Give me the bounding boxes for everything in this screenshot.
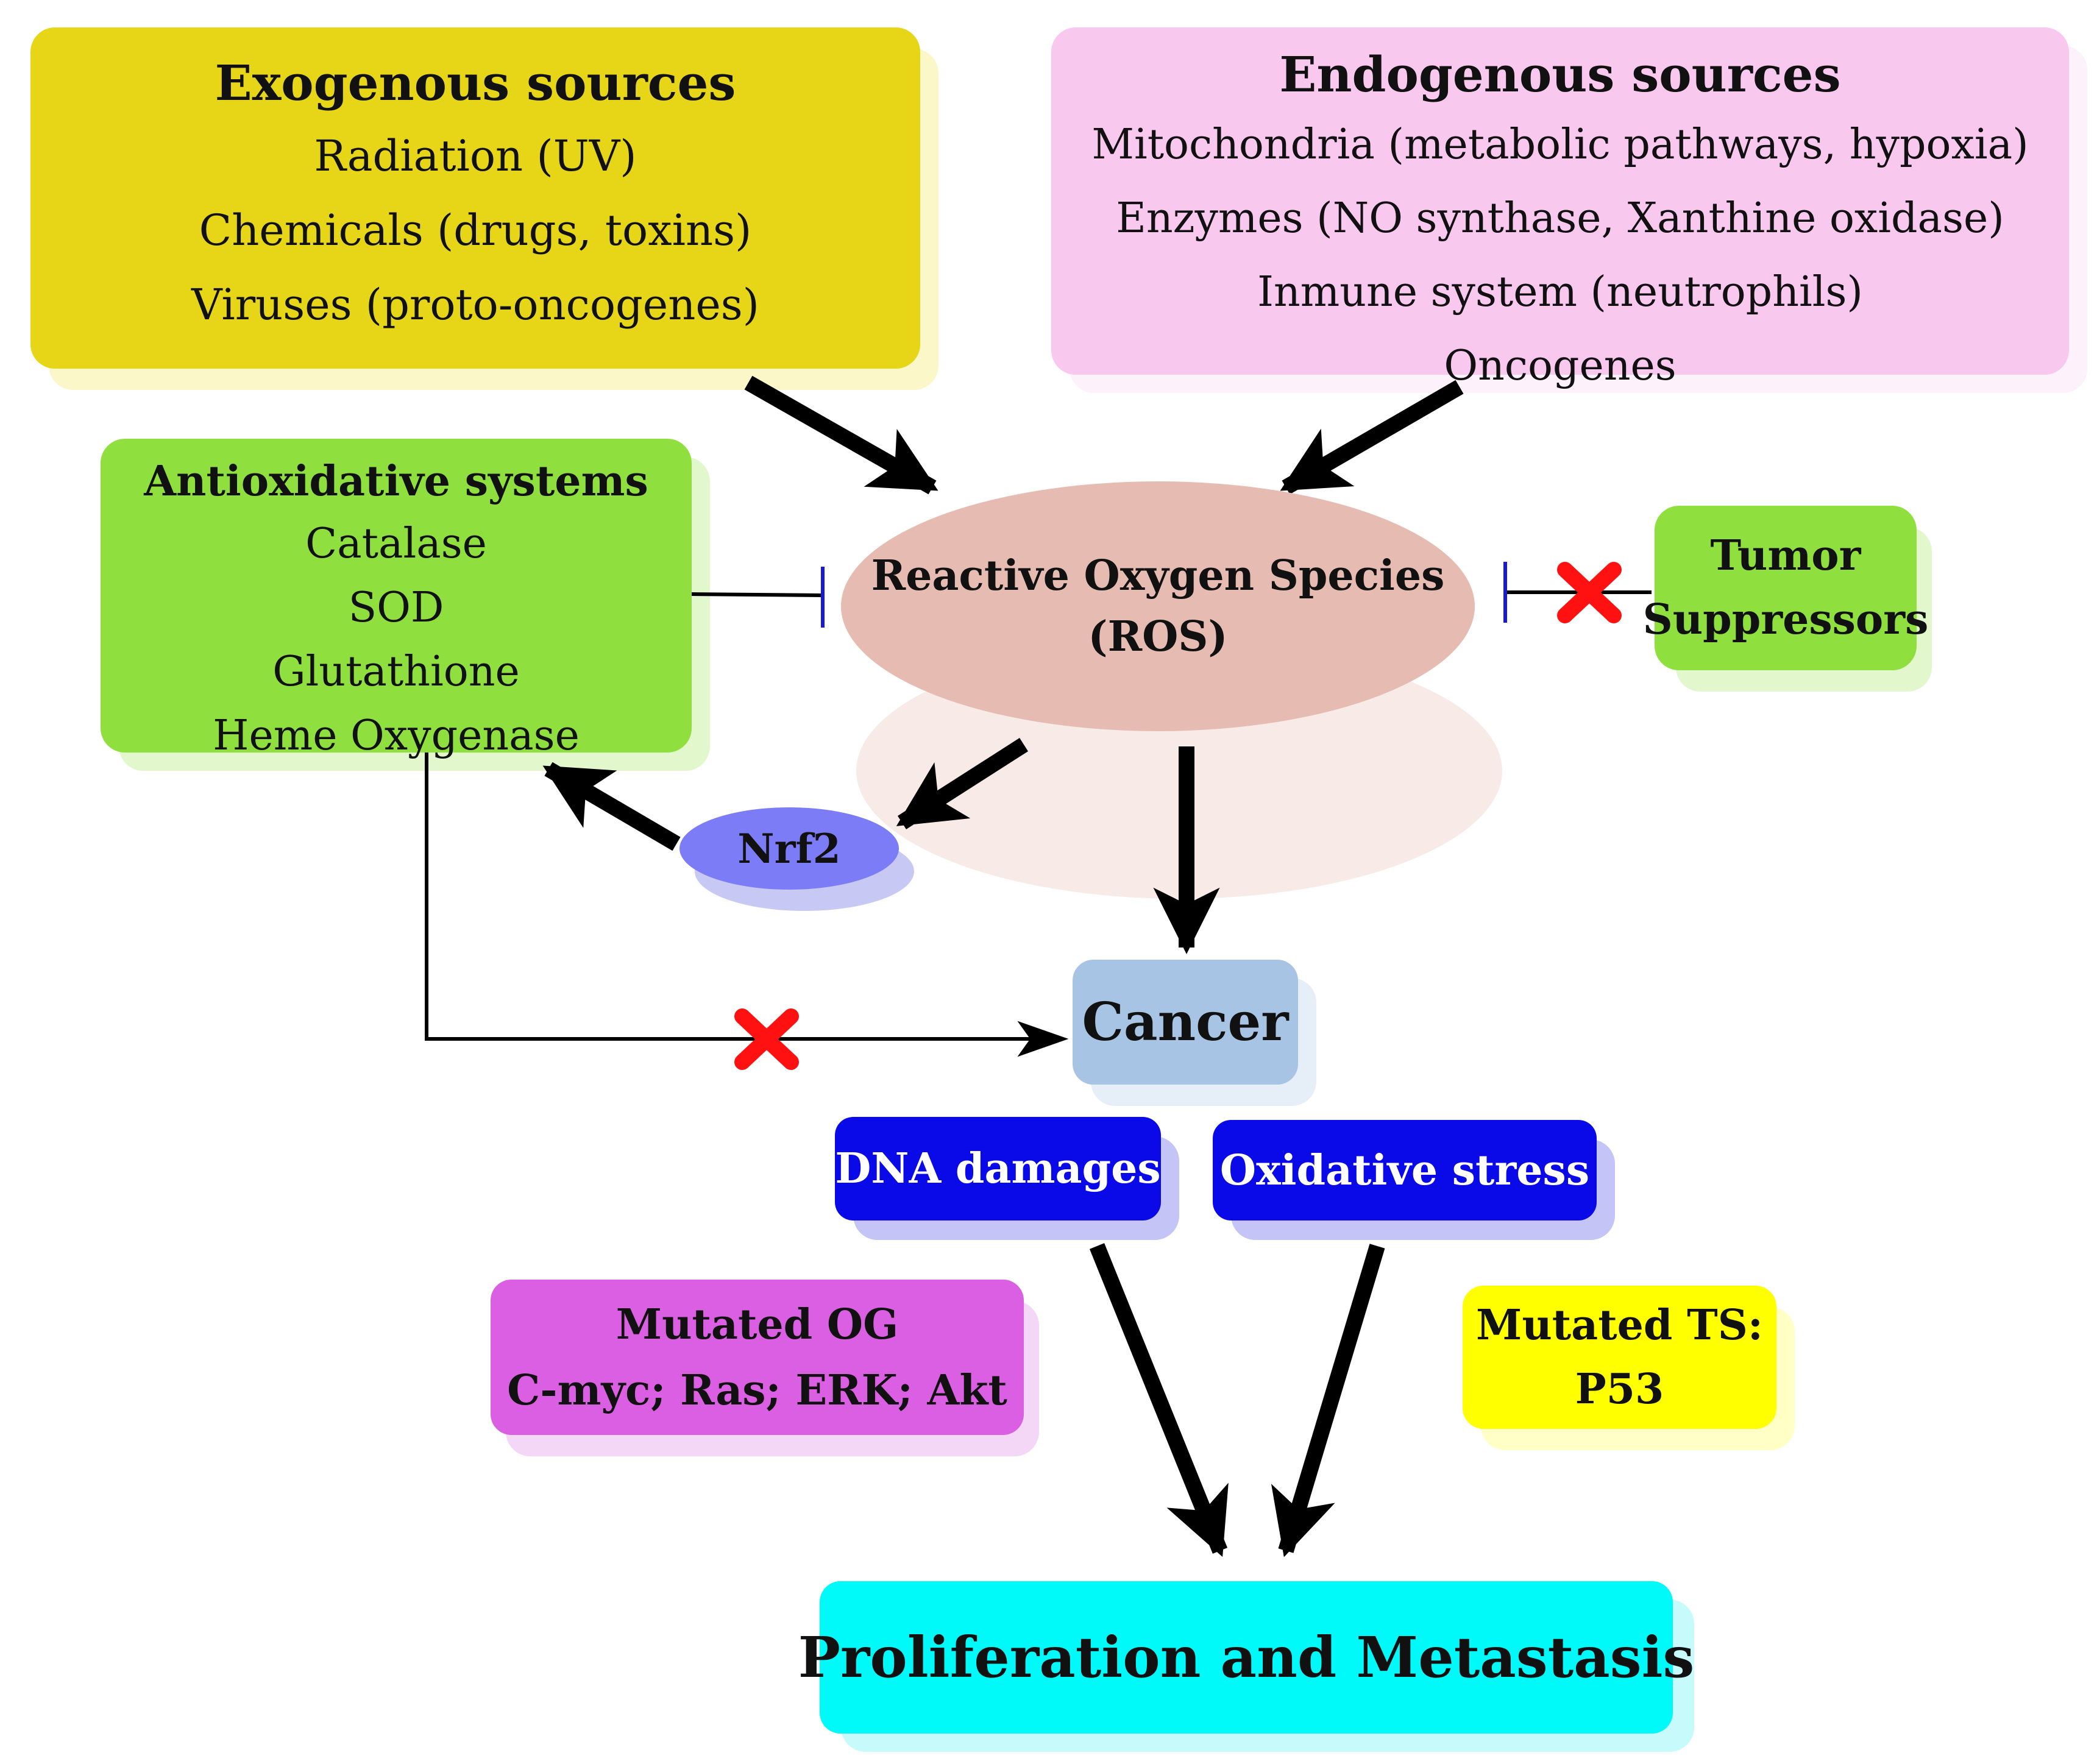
- antioxidative-item: SOD: [348, 584, 444, 632]
- oxidative-stress-box: Oxidative stress: [1213, 1120, 1597, 1220]
- ros-abbreviation: (ROS): [1088, 612, 1228, 661]
- cancer-label: Cancer: [1082, 991, 1289, 1053]
- antioxidative-item: Catalase: [305, 520, 487, 568]
- nrf2-to-antioxidative-arrow: [542, 762, 681, 851]
- antioxidative-title: Antioxidative systems: [144, 457, 648, 506]
- nrf2-ellipse: Nrf2: [679, 807, 899, 890]
- endogenous-item: Enzymes (NO synthase, Xanthine oxidase): [1116, 194, 2004, 243]
- oxidative-stress-to-outcome-arrow: [1271, 1244, 1385, 1557]
- antioxidative-inhibits-ros-line: [691, 592, 823, 597]
- ros-label: Reactive Oxygen Species: [871, 551, 1445, 600]
- endogenous-item: Mitochondria (metabolic pathways, hypoxi…: [1091, 121, 2029, 169]
- outcome-label: Proliferation and Metastasis: [798, 1624, 1695, 1690]
- endogenous-to-ros-arrow: [1280, 380, 1464, 495]
- antioxidative-item: Heme Oxygenase: [213, 712, 580, 760]
- oxidative-stress-label: Oxidative stress: [1219, 1146, 1590, 1195]
- exogenous-to-ros-arrow: [744, 375, 939, 495]
- cancer-box: Cancer: [1073, 960, 1298, 1085]
- tumor-suppressors-box: Tumor Suppressors: [1643, 506, 1928, 670]
- mutated-ts-title: Mutated TS:: [1476, 1300, 1763, 1350]
- endogenous-item: Oncogenes: [1444, 342, 1677, 390]
- exogenous-item: Chemicals (drugs, toxins): [199, 205, 752, 255]
- exogenous-title: Exogenous sources: [215, 54, 736, 112]
- tumor-suppressors-label: Tumor: [1710, 531, 1861, 580]
- antioxidative-item: Glutathione: [272, 648, 520, 696]
- antioxidative-systems-box: Antioxidative systems Catalase SOD Gluta…: [101, 439, 692, 760]
- endogenous-item: Inmune system (neutrophils): [1257, 268, 1863, 316]
- exogenous-item: Radiation (UV): [314, 131, 637, 181]
- ros-ellipse: Reactive Oxygen Species (ROS): [841, 481, 1475, 731]
- endogenous-title: Endogenous sources: [1279, 46, 1841, 103]
- exogenous-sources-box: Exogenous sources Radiation (UV) Chemica…: [30, 27, 920, 369]
- mutated-ts-gene: P53: [1575, 1364, 1664, 1414]
- blocked-cross-icon: [734, 1008, 799, 1070]
- endogenous-sources-box: Endogenous sources Mitochondria (metabol…: [1051, 27, 2069, 390]
- nrf2-label: Nrf2: [737, 824, 841, 873]
- ros-to-nrf2-arrow: [896, 738, 1029, 829]
- dna-damages-box: DNA damages: [835, 1117, 1161, 1220]
- mutated-ts-box: Mutated TS: P53: [1463, 1286, 1776, 1429]
- antioxidative-to-cancer-connector: [425, 753, 1069, 1057]
- mutated-og-title: Mutated OG: [616, 1300, 899, 1349]
- tumor-suppressors-label: Suppressors: [1642, 595, 1929, 644]
- outcome-box: Proliferation and Metastasis: [798, 1581, 1694, 1734]
- dna-damages-to-outcome-arrow: [1089, 1243, 1229, 1557]
- dna-damages-label: DNA damages: [835, 1144, 1161, 1193]
- blocked-cross-icon: [1557, 562, 1622, 623]
- mutated-og-genes: C-myc; Ras; ERK; Akt: [507, 1366, 1007, 1415]
- exogenous-item: Viruses (proto-oncogenes): [191, 280, 759, 330]
- mutated-og-box: Mutated OG C-myc; Ras; ERK; Akt: [491, 1280, 1024, 1435]
